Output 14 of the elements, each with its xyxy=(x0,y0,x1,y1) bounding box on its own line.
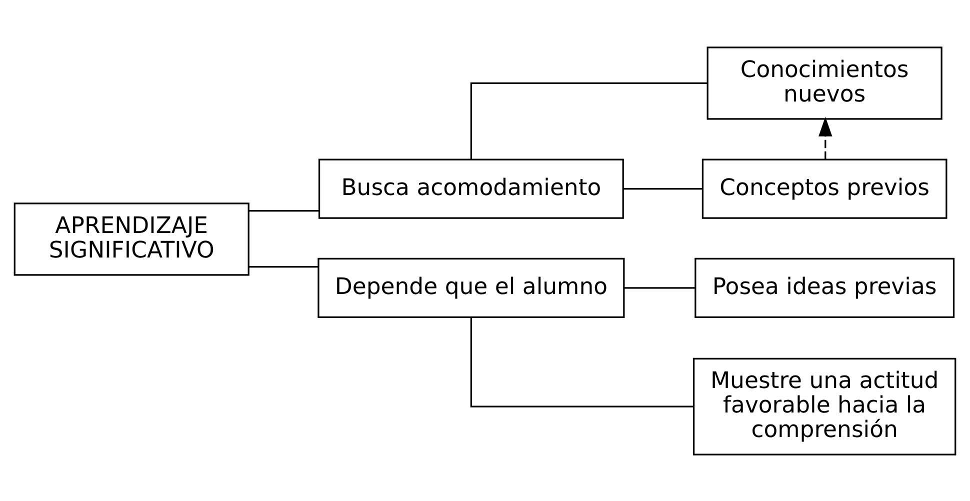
node-box: APRENDIZAJE SIGNIFICATIVO xyxy=(14,202,250,276)
connector xyxy=(248,209,320,212)
node-box: Posea ideas previas xyxy=(694,257,955,318)
node-box: Muestre una actitud favorable hacia la comprensión xyxy=(692,357,956,455)
connector xyxy=(470,82,708,159)
node-box: Busca acomodamiento xyxy=(318,158,624,218)
node-box: Depende que el alumno xyxy=(318,257,625,318)
connector xyxy=(248,266,318,268)
arrow xyxy=(818,116,832,159)
connector xyxy=(470,316,694,407)
node-box: Conceptos previos xyxy=(702,158,948,218)
node-box: Conocimientos nuevos xyxy=(706,46,942,120)
connector xyxy=(623,188,703,190)
connector xyxy=(624,286,696,288)
